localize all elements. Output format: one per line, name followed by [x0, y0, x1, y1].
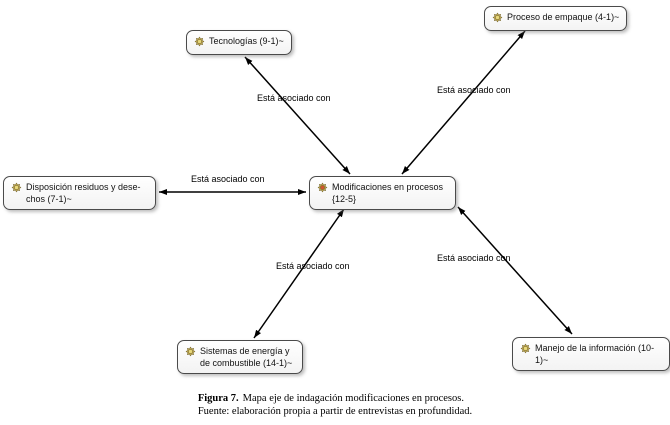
edge-label: Está asociado con [257, 93, 331, 103]
caption-title: Mapa eje de indagación modificaciones en… [242, 393, 464, 404]
node-label: Tecnologías (9-1)~ [209, 36, 284, 46]
node-sistemas-energia: Sistemas de energía y de combustible (14… [177, 340, 303, 375]
node-label: Disposición residuos y dese- chos (7-1)~ [26, 182, 141, 205]
caption-line-1: Figura 7.Mapa eje de indagación modifica… [198, 392, 472, 405]
code-icon [492, 12, 503, 26]
code-icon [520, 343, 531, 357]
edge-label: Está asociado con [437, 253, 511, 263]
caption-figure-label: Figura 7. [197, 393, 239, 404]
node-modificaciones-procesos: Modificaciones en procesos {12-5} [309, 176, 456, 211]
edge-line-empaque [401, 30, 526, 175]
edge-line-sistemas [253, 208, 345, 339]
code-icon [11, 182, 22, 196]
edge-line-manejo [457, 206, 573, 335]
figure-caption: Figura 7.Mapa eje de indagación modifica… [0, 392, 670, 418]
code-icon [185, 346, 196, 360]
node-label: Sistemas de energía y de combustible (14… [200, 346, 293, 369]
edge-line-tecnologias [244, 56, 351, 175]
code-icon [317, 182, 328, 196]
node-label: Modificaciones en procesos {12-5} [332, 182, 444, 205]
node-proceso-empaque: Proceso de empaque (4-1)~ [484, 6, 628, 32]
node-manejo-informacion: Manejo de la información (10-1)~ [512, 337, 670, 372]
node-label: Manejo de la información (10-1)~ [535, 343, 655, 366]
caption-source: Fuente: elaboración propia a partir de e… [197, 406, 473, 418]
node-label: Proceso de empaque (4-1)~ [507, 12, 620, 22]
edge-label: Está asociado con [191, 174, 265, 184]
node-tecnologias: Tecnologías (9-1)~ [186, 30, 292, 56]
edge-label: Está asociado con [437, 85, 511, 95]
node-disposicion-residuos: Disposición residuos y dese- chos (7-1)~ [3, 176, 156, 211]
code-icon [194, 36, 205, 50]
edge-label: Está asociado con [276, 261, 350, 271]
